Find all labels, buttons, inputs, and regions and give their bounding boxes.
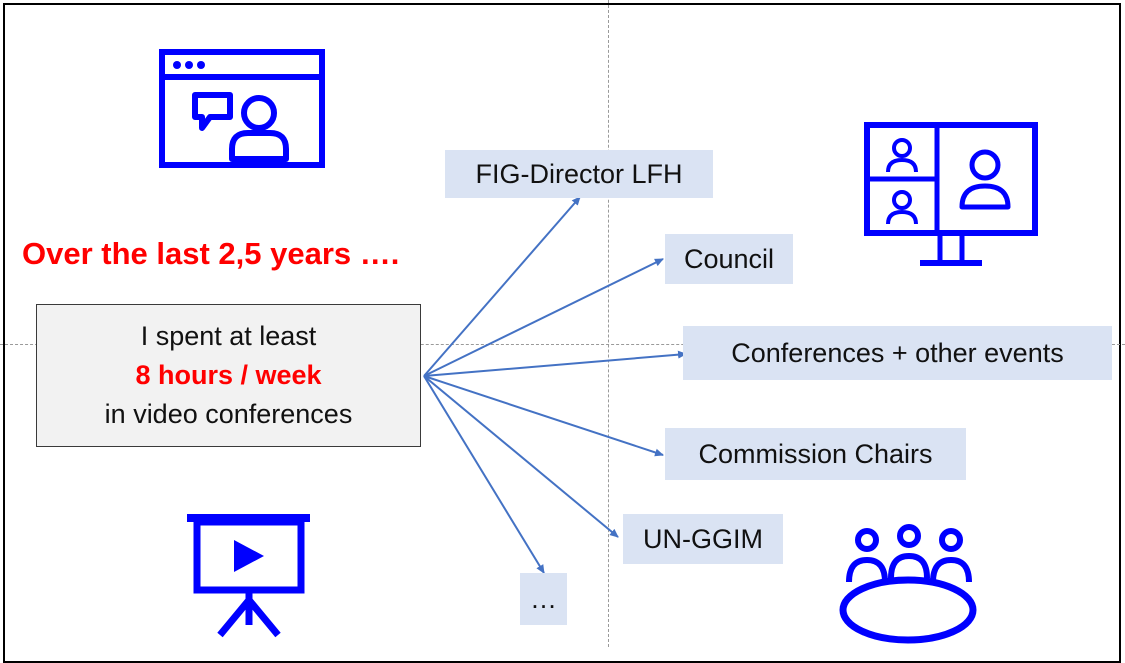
presentation-play-icon [187,514,310,638]
group-meeting-table-icon [839,524,977,644]
arrow-to-un-ggim [423,375,619,538]
arrow-to-ellipsis [423,375,545,574]
vertical-guide-line [608,0,609,647]
video-chat-window-icon [159,49,325,168]
connector-arrows [423,196,687,574]
target-conferences: Conferences + other events [683,326,1112,380]
arrow-to-commission-chairs [423,375,664,457]
target-un-ggim: UN-GGIM [623,514,783,564]
arrow-to-fig-director [423,196,581,377]
target-fig-director: FIG-Director LFH [445,150,713,198]
time-spent-box: I spent at least 8 hours / week in video… [36,304,421,447]
time-spent-hours: 8 hours / week [135,360,322,390]
arrow-to-council [423,258,664,377]
video-call-monitor-icon [864,122,1038,266]
time-spent-line1: I spent at least [140,321,317,351]
headline: Over the last 2,5 years …. [22,236,400,271]
horizontal-guide-line [0,344,1125,345]
time-spent-line3: in video conferences [104,399,353,429]
arrow-to-conferences [423,350,687,377]
target-commission-chairs: Commission Chairs [665,428,966,480]
target-council: Council [665,234,793,284]
target-ellipsis: … [520,573,567,625]
